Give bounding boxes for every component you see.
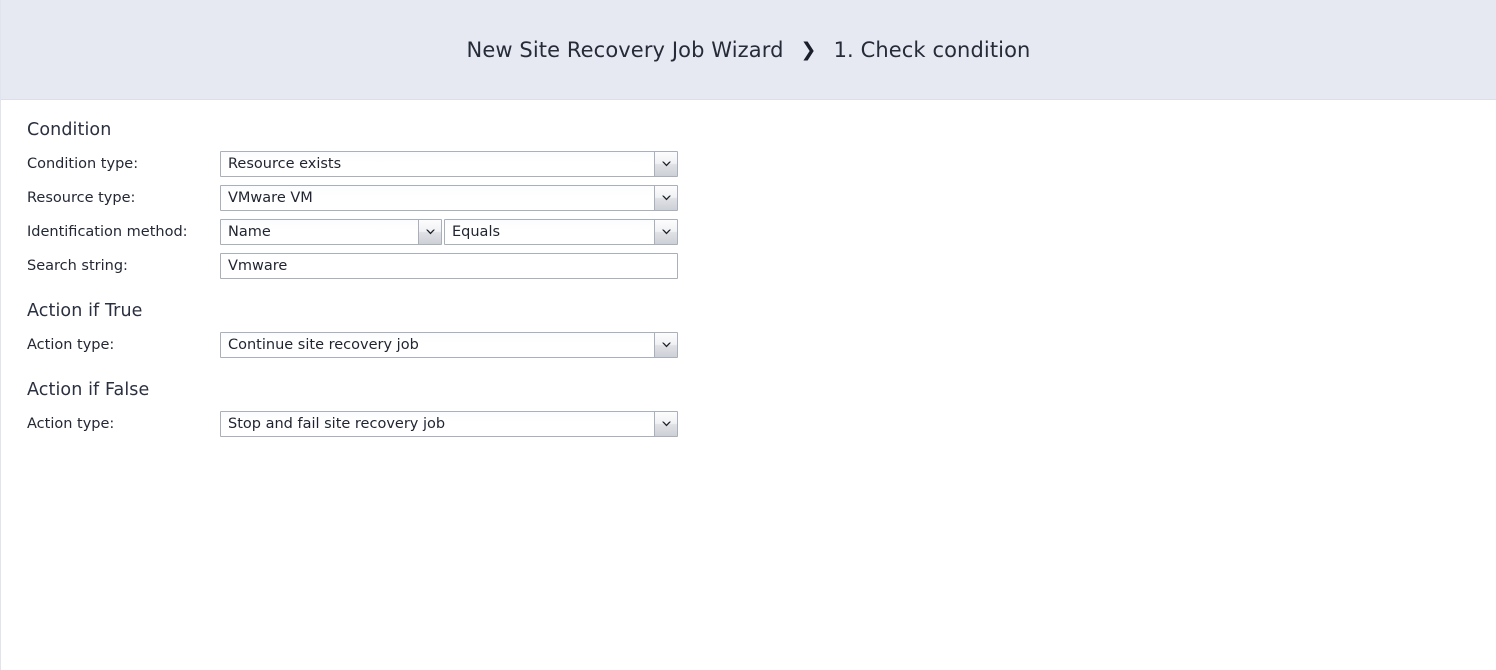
control-condition-type: Resource exists: [220, 151, 678, 177]
control-action-type-false: Stop and fail site recovery job: [220, 411, 678, 437]
search-string-input[interactable]: Vmware: [220, 253, 678, 279]
breadcrumb: New Site Recovery Job Wizard ❯ 1. Check …: [467, 38, 1031, 62]
label-action-type-false: Action type:: [27, 415, 115, 432]
field-row-resource-type: Resource type: VMware VM: [27, 181, 1496, 215]
control-identification-method: Name Equals: [220, 219, 678, 245]
chevron-down-icon[interactable]: [654, 333, 677, 357]
select-condition-type[interactable]: Resource exists: [220, 151, 678, 177]
select-action-type-true[interactable]: Continue site recovery job: [220, 332, 678, 358]
wizard-form-body: Condition Condition type: Resource exist…: [1, 100, 1496, 441]
label-action-type-true: Action type:: [27, 336, 115, 353]
section-heading-condition: Condition: [27, 120, 112, 140]
control-resource-type: VMware VM: [220, 185, 678, 211]
chevron-down-icon[interactable]: [654, 152, 677, 176]
section-condition: Condition Condition type: Resource exist…: [27, 120, 1496, 283]
control-action-type-true: Continue site recovery job: [220, 332, 678, 358]
select-identification-method-value: Name: [228, 224, 271, 240]
chevron-down-icon[interactable]: [418, 220, 441, 244]
field-row-search-string: Search string: Vmware: [27, 249, 1496, 283]
chevron-down-icon[interactable]: [654, 220, 677, 244]
select-action-type-false[interactable]: Stop and fail site recovery job: [220, 411, 678, 437]
control-search-string: Vmware: [220, 253, 678, 279]
field-row-identification-method: Identification method: Name Equals: [27, 215, 1496, 249]
chevron-down-icon[interactable]: [654, 412, 677, 436]
label-condition-type: Condition type:: [27, 155, 139, 172]
section-action-if-true: Action if True Action type: Continue sit…: [27, 301, 1496, 362]
breadcrumb-wizard-title: New Site Recovery Job Wizard: [466, 37, 784, 62]
section-action-if-false: Action if False Action type: Stop and fa…: [27, 380, 1496, 441]
field-row-action-type-false: Action type: Stop and fail site recovery…: [27, 407, 1496, 441]
select-resource-type[interactable]: VMware VM: [220, 185, 678, 211]
select-identification-method[interactable]: Name: [220, 219, 442, 245]
select-identification-operator[interactable]: Equals: [444, 219, 678, 245]
label-search-string: Search string:: [27, 257, 128, 274]
chevron-down-icon[interactable]: [654, 186, 677, 210]
breadcrumb-step-title: 1. Check condition: [833, 37, 1031, 62]
select-action-type-true-value: Continue site recovery job: [228, 337, 419, 353]
select-condition-type-value: Resource exists: [228, 156, 342, 172]
section-heading-action-if-true: Action if True: [27, 301, 143, 321]
select-resource-type-value: VMware VM: [228, 190, 313, 206]
select-action-type-false-value: Stop and fail site recovery job: [228, 416, 446, 432]
label-resource-type: Resource type:: [27, 189, 136, 206]
section-heading-action-if-false: Action if False: [27, 380, 150, 400]
select-identification-operator-value: Equals: [452, 224, 501, 240]
chevron-right-icon: ❯: [800, 39, 817, 61]
label-identification-method: Identification method:: [27, 223, 188, 240]
field-row-condition-type: Condition type: Resource exists: [27, 147, 1496, 181]
field-row-action-type-true: Action type: Continue site recovery job: [27, 328, 1496, 362]
wizard-header: New Site Recovery Job Wizard ❯ 1. Check …: [1, 0, 1496, 100]
